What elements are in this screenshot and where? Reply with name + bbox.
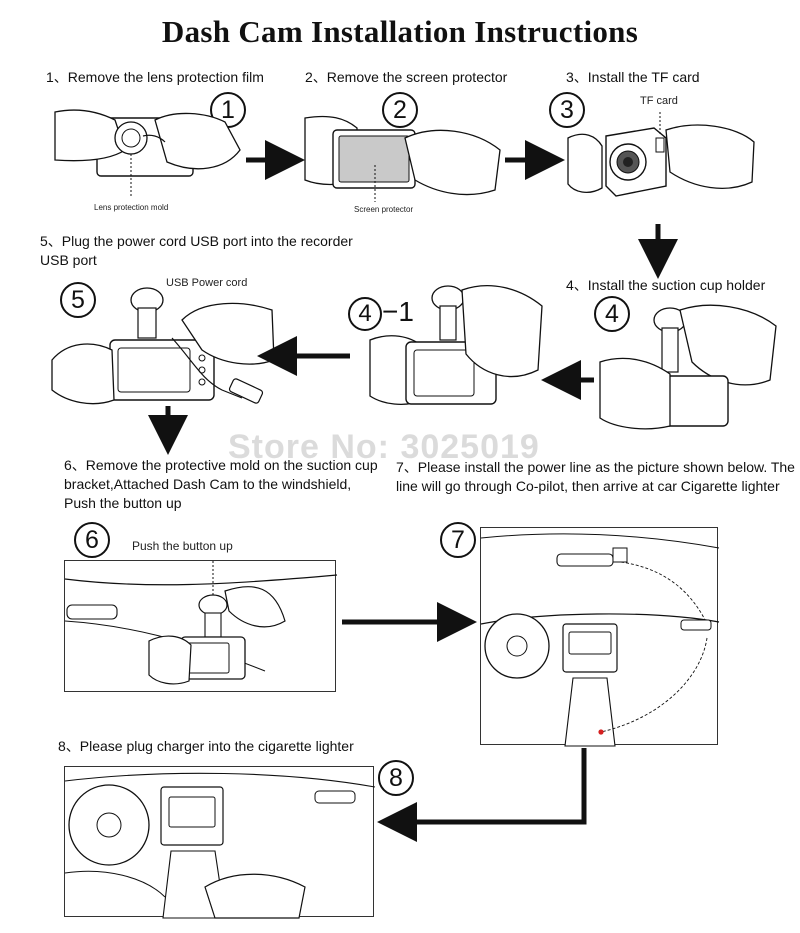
step7-panel [480, 527, 720, 747]
step3-illustration [567, 112, 755, 197]
step7-number: 7 [440, 522, 476, 558]
lighter-marker-icon [598, 729, 604, 735]
step5-caption: 5、Plug the power cord USB port into the … [40, 233, 353, 268]
step1-label: Lens protection mold [94, 203, 169, 212]
step5-illustration [51, 287, 275, 405]
step4-number: 4 [594, 296, 630, 332]
step3-number: 3 [549, 92, 585, 128]
page-title: Dash Cam Installation Instructions [161, 14, 639, 49]
step6-label: Push the button up [132, 539, 233, 553]
step3-label: TF card [640, 95, 678, 107]
step8-illustration [64, 772, 376, 919]
step8-panel [64, 766, 376, 919]
step4-caption: 4、Install the suction cup holder [566, 277, 766, 293]
step3-caption: 3、Install the TF card [566, 69, 700, 85]
step2-number: 2 [382, 92, 418, 128]
step2-label: Screen protector [354, 205, 414, 214]
store-watermark: Store No: 3025019 [228, 428, 540, 466]
step2-caption: 2、Remove the screen protector [305, 69, 508, 85]
step1-caption: 1、Remove the lens protection film [46, 69, 264, 85]
step4-1-suffix: −1 [382, 296, 414, 327]
step6-caption: 6、Remove the protective mold on the suct… [64, 457, 378, 511]
step4-1-illustration [369, 284, 543, 406]
step4-1-number: 4−1 [348, 296, 414, 331]
step6-illustration [64, 561, 338, 685]
step1-illustration [54, 109, 241, 196]
step1-number: 1 [210, 92, 246, 128]
step2-illustration [304, 115, 501, 202]
step8-number: 8 [378, 760, 414, 796]
step4-1-circle: 4 [348, 296, 382, 331]
step8-caption: 8、Please plug charger into the cigarette… [58, 738, 354, 754]
step5-number: 5 [60, 282, 96, 318]
arrow-7-to-8 [377, 748, 587, 842]
step6-number: 6 [74, 522, 110, 558]
step5-label: USB Power cord [166, 277, 248, 289]
step6-panel [64, 560, 338, 692]
step7-caption: 7、Please install the power line as the p… [396, 459, 795, 494]
step7-illustration [480, 533, 720, 747]
step4-illustration [599, 304, 777, 430]
